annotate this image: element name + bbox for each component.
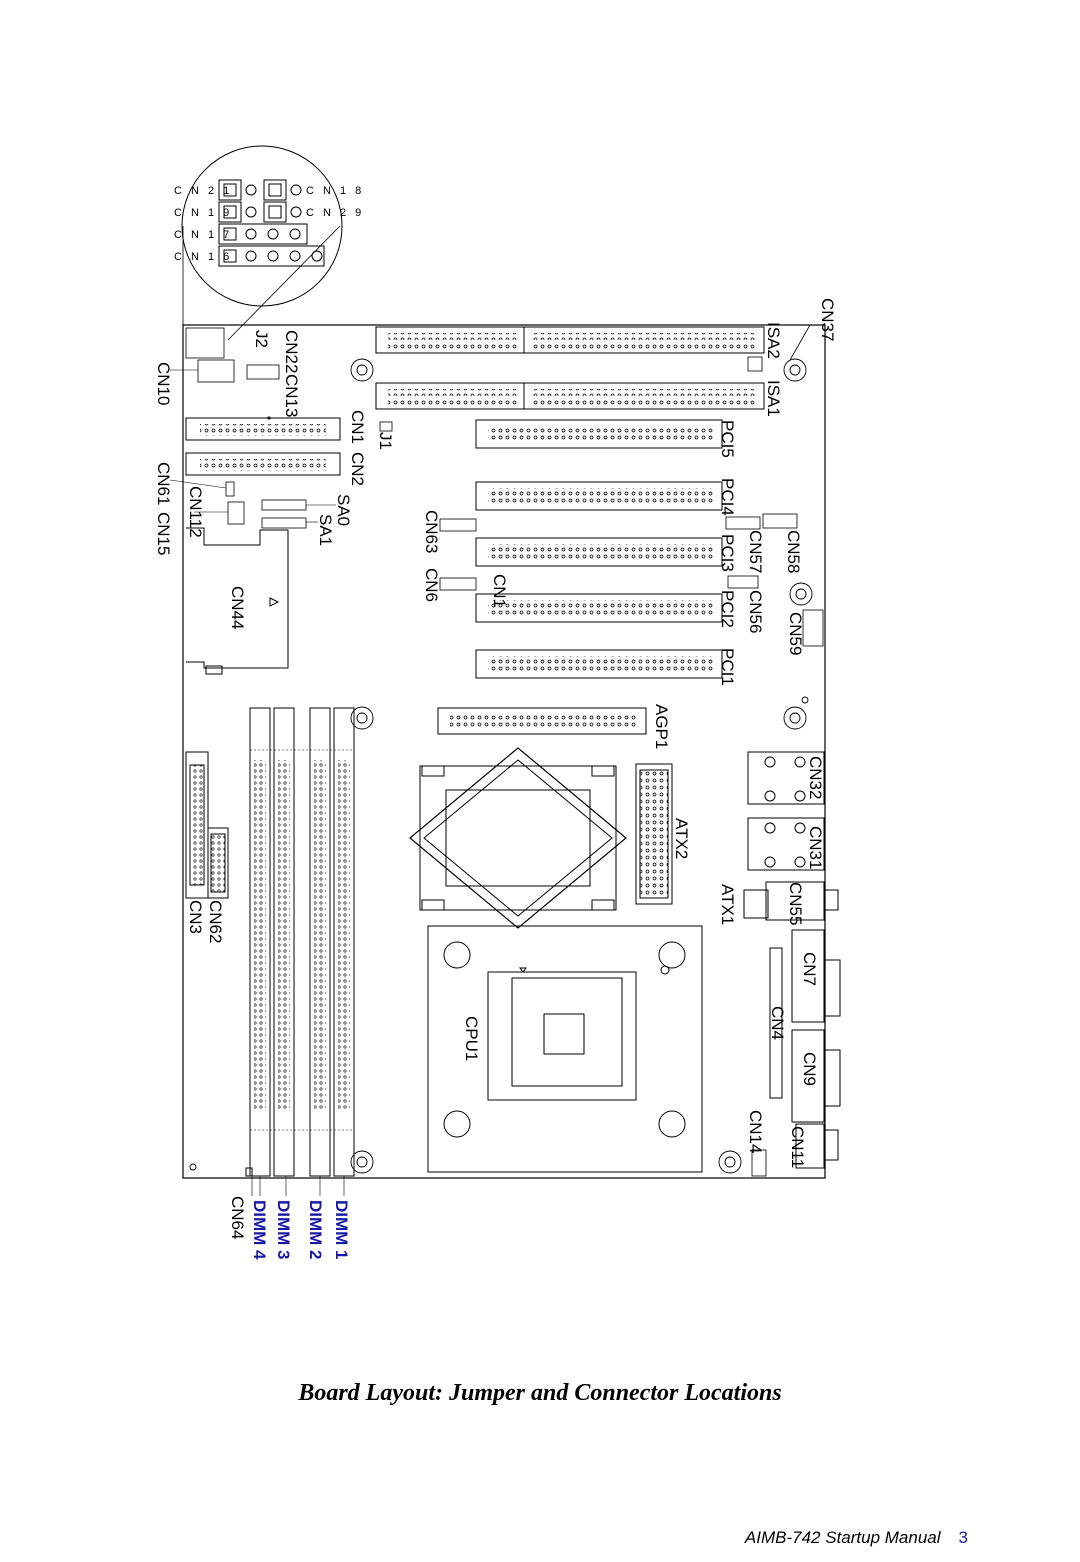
label-cn10: CN10: [154, 362, 173, 405]
label-pci1: PCI1: [718, 648, 737, 686]
label-cn62: CN62: [206, 900, 225, 943]
label-cn13: CN13: [282, 374, 301, 417]
leader-lines: [168, 369, 345, 1196]
label-cn22: CN22: [282, 330, 301, 373]
label-cn61: CN61: [154, 462, 173, 505]
label-atx2: ATX2: [672, 818, 691, 859]
label-cn32: CN32: [806, 756, 825, 799]
inset-label-cn17: C N 1 7: [174, 229, 232, 241]
inset-label-cn16: C N 1 6: [174, 251, 232, 263]
label-isa2: ISA2: [764, 322, 783, 359]
isa-slots: [375, 326, 765, 410]
label-agp1: AGP1: [652, 704, 671, 749]
pci-slots: [475, 419, 723, 679]
label-cpu1: CPU1: [462, 1016, 481, 1061]
magnifier-inset: C N 2 1 C N 1 8 C N 1 9 C N 2 9 C N 1 7 …: [174, 145, 364, 341]
label-pci3: PCI3: [718, 534, 737, 572]
label-pci2: PCI2: [718, 590, 737, 628]
misc-headers: [225, 481, 824, 1177]
label-cn1b: CN1: [490, 574, 509, 608]
page-footer: AIMB-742 Startup Manual 3: [745, 1528, 968, 1548]
label-isa1: ISA1: [764, 380, 783, 417]
label-cn59: CN59: [786, 612, 805, 655]
label-dimm4: DIMM 4: [250, 1200, 269, 1260]
label-pci5: PCI5: [718, 420, 737, 458]
ide-connectors: [185, 417, 341, 476]
label-cn2: CN2: [348, 452, 367, 486]
atx2-connector: [635, 763, 673, 905]
inset-label-cn29: C N 2 9: [306, 207, 364, 219]
label-j1: J1: [376, 432, 395, 450]
inset-label-cn19: C N 1 9: [174, 207, 232, 219]
manual-title: AIMB-742 Startup Manual: [744, 1528, 941, 1547]
label-cn56: CN56: [746, 590, 765, 633]
label-atx1: ATX1: [718, 884, 737, 925]
label-dimm3: DIMM 3: [274, 1200, 293, 1260]
label-cn64: CN64: [228, 1196, 247, 1239]
mounting-holes: [189, 358, 813, 1174]
label-cn44: CN44: [228, 586, 247, 629]
dimm-slots: [245, 707, 355, 1177]
chipset-heatsink: [409, 747, 627, 929]
label-cn14: CN14: [746, 1110, 765, 1153]
inset-label-cn21: C N 2 1: [174, 185, 232, 197]
atx1-connector: [743, 889, 769, 919]
label-cn3: CN3: [186, 900, 205, 934]
label-cn9: CN9: [800, 1052, 819, 1086]
label-cn58: CN58: [784, 530, 803, 573]
inset-label-cn18: C N 1 8: [306, 185, 364, 197]
label-cn31: CN31: [806, 826, 825, 869]
label-cn15: CN15: [154, 512, 173, 555]
label-sa1: SA1: [316, 514, 335, 546]
cn62-cn3-headers: [185, 751, 229, 899]
label-cn4: CN4: [768, 1006, 787, 1040]
label-cn11: CN11: [788, 1126, 807, 1168]
component-labels: CN37 ISA2 ISA1 CN10 J2 CN22 CN13 CN1 CN2…: [154, 298, 837, 1260]
front-panel-headers: [185, 327, 280, 420]
label-cn55: CN55: [786, 882, 805, 925]
label-cn6: CN6: [422, 568, 441, 602]
label-pci4: PCI4: [718, 478, 737, 516]
rear-io-connectors: [747, 751, 841, 1169]
label-cn37: CN37: [818, 298, 837, 341]
compactflash-socket: [186, 527, 289, 675]
label-sa0: SA0: [334, 494, 353, 526]
label-cn57: CN57: [746, 530, 765, 573]
board-outline: [182, 324, 826, 1179]
cpu-socket: [427, 925, 703, 1173]
label-cn1: CN1: [348, 410, 367, 444]
agp-slot: [437, 707, 647, 735]
label-j2: J2: [252, 330, 271, 348]
label-dimm1: DIMM 1: [332, 1200, 351, 1260]
label-cn63: CN63: [422, 510, 441, 553]
figure-caption: Board Layout: Jumper and Connector Locat…: [298, 1380, 782, 1406]
label-dimm2: DIMM 2: [306, 1200, 325, 1260]
page-number: 3: [958, 1528, 968, 1547]
label-cn7: CN7: [800, 952, 819, 986]
